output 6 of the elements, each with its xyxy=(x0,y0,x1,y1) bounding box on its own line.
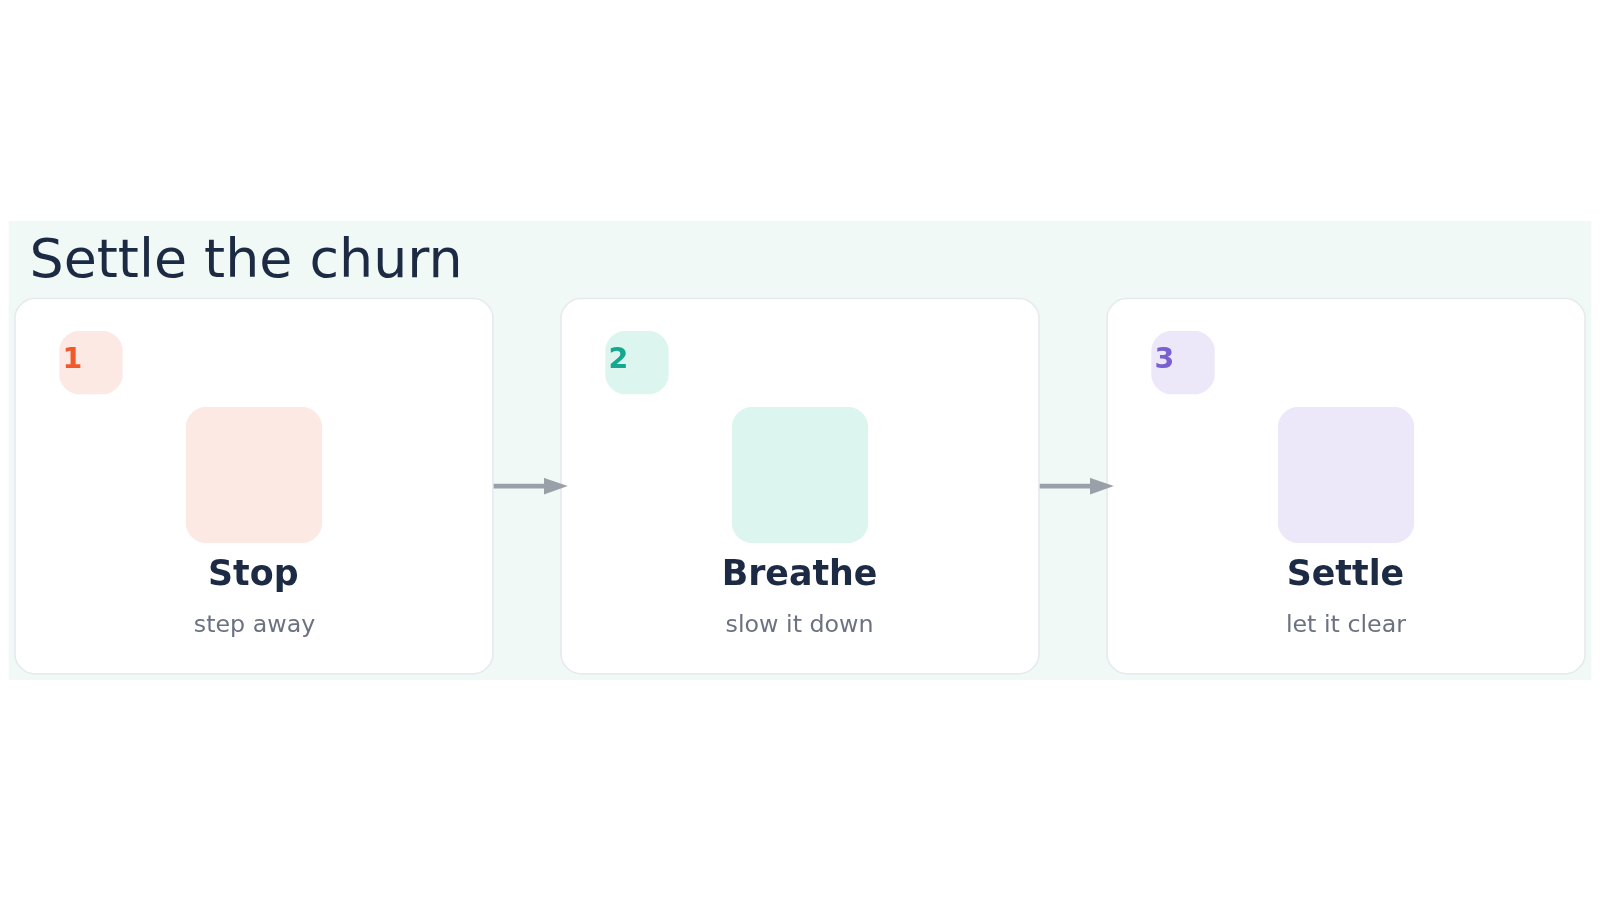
node-box: 1 Stop step away xyxy=(14,297,494,674)
node-box: 2 Breathe slow it down xyxy=(560,297,1040,674)
arrow xyxy=(493,477,568,494)
node-box: 3 Settle let it clear xyxy=(1106,297,1586,674)
arrow xyxy=(1039,477,1114,494)
diagram-title: Settle the churn xyxy=(29,226,463,290)
